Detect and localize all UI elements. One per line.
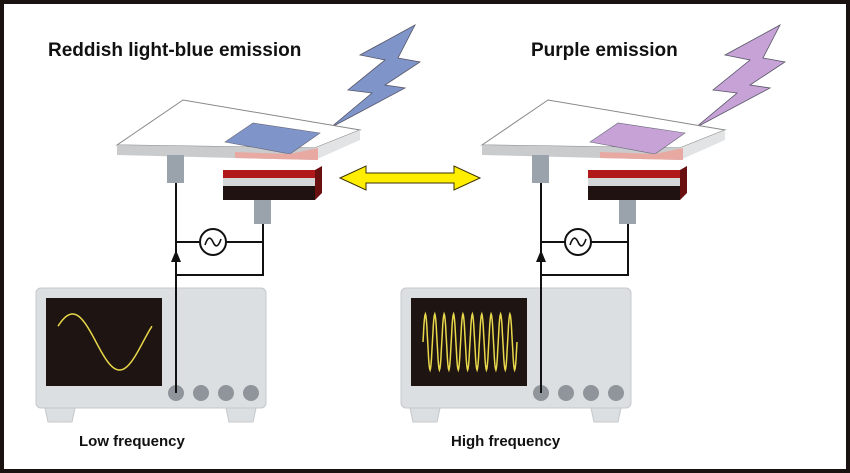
waveform-trace xyxy=(57,313,153,371)
electrode-right xyxy=(619,200,636,224)
glass-plate-side xyxy=(680,130,725,160)
gray-layer xyxy=(223,178,315,186)
black-layer xyxy=(588,186,680,200)
red-layer xyxy=(588,170,680,178)
electrode-left xyxy=(167,155,184,183)
right-device xyxy=(400,24,787,423)
ac-wave-icon xyxy=(569,237,587,247)
double-arrow-icon xyxy=(338,165,482,191)
left-title: Reddish light-blue emission xyxy=(48,40,301,61)
oscilloscope-foot xyxy=(590,407,622,423)
glass-plate-side xyxy=(315,130,360,160)
oscilloscope-foot xyxy=(225,407,257,423)
electrode-left xyxy=(532,155,549,183)
left-device xyxy=(35,24,422,423)
knob xyxy=(558,385,574,401)
black-layer xyxy=(223,186,315,200)
arrow-up-icon xyxy=(171,250,181,262)
waveform-trace xyxy=(422,311,518,373)
right-title: Purple emission xyxy=(531,40,678,61)
electrode-right xyxy=(254,200,271,224)
emission-area xyxy=(224,122,321,155)
knob xyxy=(608,385,624,401)
stack-side xyxy=(680,166,687,200)
wire-loop xyxy=(540,183,629,276)
knob xyxy=(583,385,599,401)
pink-layer xyxy=(600,148,683,160)
pink-layer xyxy=(235,148,318,160)
oscilloscope-foot xyxy=(409,407,441,423)
arrow-up-icon xyxy=(536,250,546,262)
oscilloscope-foot xyxy=(44,407,76,423)
stack-side xyxy=(315,166,322,200)
left-caption: Low frequency xyxy=(79,433,186,450)
wire-loop xyxy=(175,183,264,276)
ac-wave-icon xyxy=(204,237,222,247)
knob xyxy=(218,385,234,401)
knob xyxy=(193,385,209,401)
oscilloscope-screen xyxy=(46,298,162,386)
emission-area xyxy=(589,122,686,155)
gray-layer xyxy=(588,178,680,186)
red-layer xyxy=(223,170,315,178)
right-caption: High frequency xyxy=(451,433,561,450)
knob xyxy=(243,385,259,401)
